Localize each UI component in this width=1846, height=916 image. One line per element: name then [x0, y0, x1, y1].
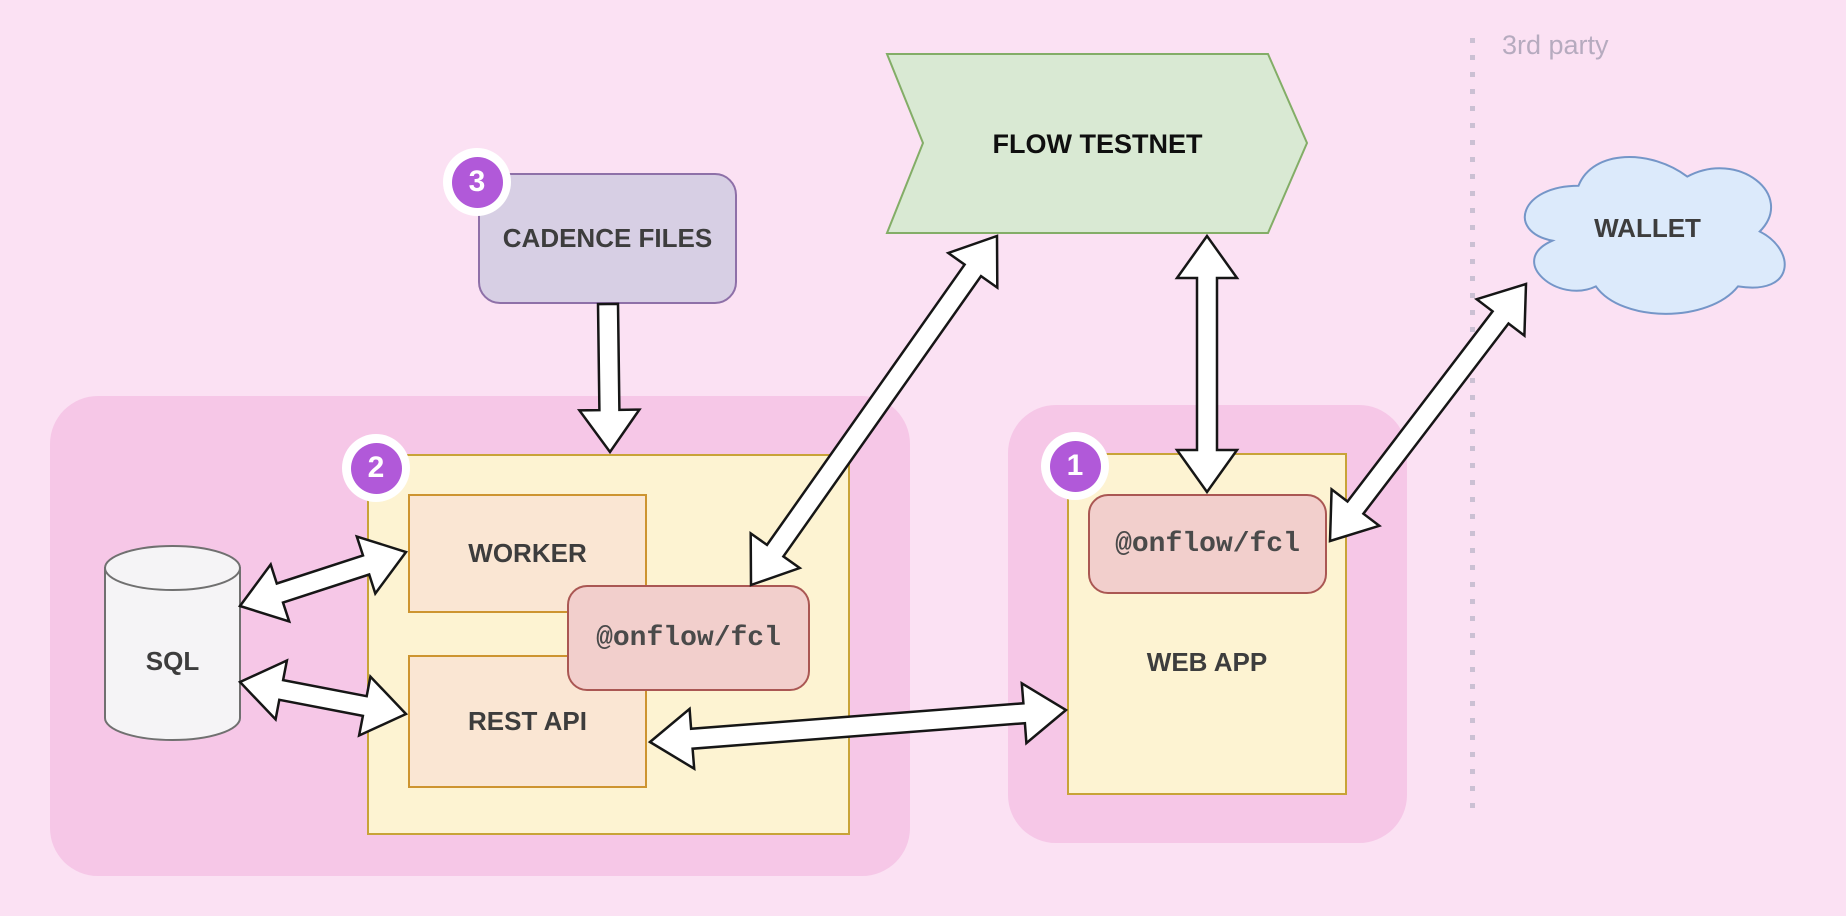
badge-2-number: 2: [350, 442, 402, 494]
flow-testnet-label: FLOW TESTNET: [992, 128, 1203, 159]
backend-fcl-label: @onflow/fcl: [596, 622, 781, 654]
wallet-label: WALLET: [1594, 212, 1701, 243]
flow-testnet-shape: [885, 53, 1309, 234]
web-app-label: WEB APP: [1146, 647, 1268, 677]
worker-label: WORKER: [468, 538, 587, 568]
rest-api-box: REST API: [408, 655, 647, 788]
arrow-frontend-fcl-wallet: [1328, 282, 1528, 543]
third-party-divider-line: [1470, 38, 1475, 816]
arrow-flow-testnet-frontend-fcl: [1174, 233, 1240, 495]
rest-api-label: REST API: [468, 706, 587, 736]
third-party-label: 3rd party: [1502, 30, 1609, 60]
arrow-sql-rest-api: [237, 658, 409, 738]
badge-3-number: 3: [451, 156, 503, 208]
sql-database-cylinder: [104, 545, 241, 741]
badge-2: 2: [342, 434, 410, 502]
frontend-fcl-label: @onflow/fcl: [1115, 528, 1300, 560]
arrow-cadence-to-backend: [576, 302, 642, 455]
badge-1-number: 1: [1049, 440, 1101, 492]
cadence-files-label: CADENCE FILES: [502, 223, 713, 253]
arrow-backend-fcl-flow-testnet: [749, 234, 999, 587]
wallet-cloud-shape: [1523, 156, 1786, 315]
frontend-fcl-box: @onflow/fcl: [1088, 494, 1327, 594]
sql-label: SQL: [145, 645, 200, 676]
badge-1: 1: [1041, 432, 1109, 500]
backend-fcl-box: @onflow/fcl: [567, 585, 810, 691]
arrow-sql-worker: [237, 534, 409, 624]
badge-3: 3: [443, 148, 511, 216]
arrow-rest-api-web-app: [647, 680, 1069, 772]
